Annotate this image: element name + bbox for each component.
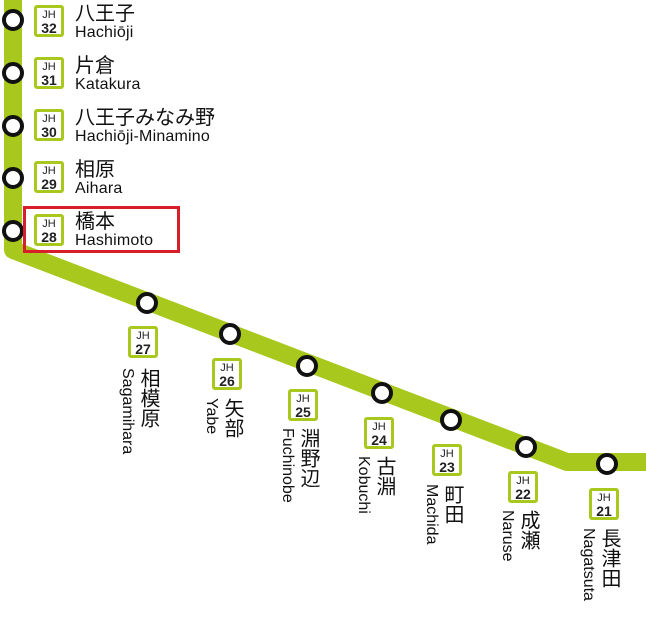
line-code: JH: [42, 165, 56, 177]
station-number-badge: JH 24: [364, 417, 394, 449]
line-code: JH: [372, 421, 386, 433]
station-dot[interactable]: [2, 62, 24, 84]
station-number-badge: JH 32: [34, 5, 64, 37]
station-number: 25: [295, 404, 311, 420]
station-name-en: Nagatsuta: [580, 528, 597, 601]
station-dot[interactable]: [219, 323, 241, 345]
station-number: 29: [41, 176, 57, 192]
station-name-en: Hachiōji-Minamino: [75, 128, 211, 145]
line-code: JH: [296, 393, 310, 405]
station-dot[interactable]: [2, 115, 24, 137]
station-name-en: Hachiōji: [75, 24, 134, 41]
station-dot[interactable]: [2, 167, 24, 189]
station-name-en: Yabe: [203, 398, 220, 435]
station-dot[interactable]: [596, 453, 618, 475]
station-name: 橋本 Hashimoto: [75, 210, 153, 250]
station-name-ja: 橋本: [75, 209, 115, 233]
station-number: 23: [439, 459, 455, 475]
station-name-en: Katakura: [75, 76, 141, 93]
station-number-badge: JH 27: [128, 326, 158, 358]
station-dot[interactable]: [2, 9, 24, 31]
station-name: 八王子 Hachiōji: [75, 2, 135, 42]
station-name-ja: 淵野辺: [297, 428, 321, 488]
station-name: 八王子みなみ野 Hachiōji-Minamino: [75, 106, 215, 146]
station-name-en: Fuchinobe: [279, 428, 296, 503]
station-dot[interactable]: [2, 220, 24, 242]
station-number-badge: JH 31: [34, 57, 64, 89]
station-number: 28: [41, 229, 57, 245]
station-name-ja: 成瀬: [517, 510, 541, 550]
station-number-badge: JH 21: [589, 488, 619, 520]
line-code: JH: [136, 330, 150, 342]
station-name-ja: 相原: [75, 157, 115, 181]
station-name-en: Aihara: [75, 180, 123, 197]
station-name: 片倉 Katakura: [75, 54, 141, 94]
station-number: 31: [41, 72, 57, 88]
current-station-highlight: [23, 206, 180, 253]
station-name-ja: 古淵: [373, 456, 397, 496]
line-code: JH: [220, 362, 234, 374]
station-name: 相原 Aihara: [75, 158, 122, 198]
station-number: 22: [515, 486, 531, 502]
station-number-badge: JH 25: [288, 389, 318, 421]
station-name-en: Machida: [423, 484, 440, 545]
line-code: JH: [42, 218, 56, 230]
line-code: JH: [42, 113, 56, 125]
station-dot[interactable]: [371, 382, 393, 404]
station-name-ja: 片倉: [75, 53, 115, 77]
station-dot[interactable]: [440, 409, 462, 431]
station-number-badge: JH 30: [34, 109, 64, 141]
station-number-badge: JH 29: [34, 161, 64, 193]
station-number: 24: [371, 432, 387, 448]
station-name-ja: 相模原: [137, 368, 161, 428]
line-code: JH: [42, 9, 56, 21]
station-dot[interactable]: [296, 355, 318, 377]
station-name-en: Kobuchi: [355, 456, 372, 514]
station-dots: [2, 9, 618, 475]
station-name-en: Naruse: [499, 510, 516, 562]
station-number: 26: [219, 373, 235, 389]
station-number: 21: [596, 503, 612, 519]
station-name-en: Sagamihara: [119, 368, 136, 455]
station-number: 27: [135, 341, 151, 357]
station-dot[interactable]: [515, 436, 537, 458]
station-number-badge: JH 22: [508, 471, 538, 503]
line-code: JH: [42, 61, 56, 73]
station-number-badge: JH 26: [212, 358, 242, 390]
station-number-badge: JH 23: [432, 444, 462, 476]
station-number: 30: [41, 124, 57, 140]
station-number-badge: JH 28: [34, 214, 64, 246]
station-name-ja: 町田: [441, 484, 465, 524]
station-name-ja: 矢部: [221, 398, 245, 438]
line-code: JH: [597, 492, 611, 504]
station-name-ja: 八王子みなみ野: [75, 105, 215, 129]
line-code: JH: [440, 448, 454, 460]
station-name-en: Hashimoto: [75, 232, 154, 249]
line-code: JH: [516, 475, 530, 487]
station-name-ja: 八王子: [75, 1, 135, 25]
station-name-ja: 長津田: [598, 528, 622, 588]
station-dot[interactable]: [136, 292, 158, 314]
station-number: 32: [41, 20, 57, 36]
